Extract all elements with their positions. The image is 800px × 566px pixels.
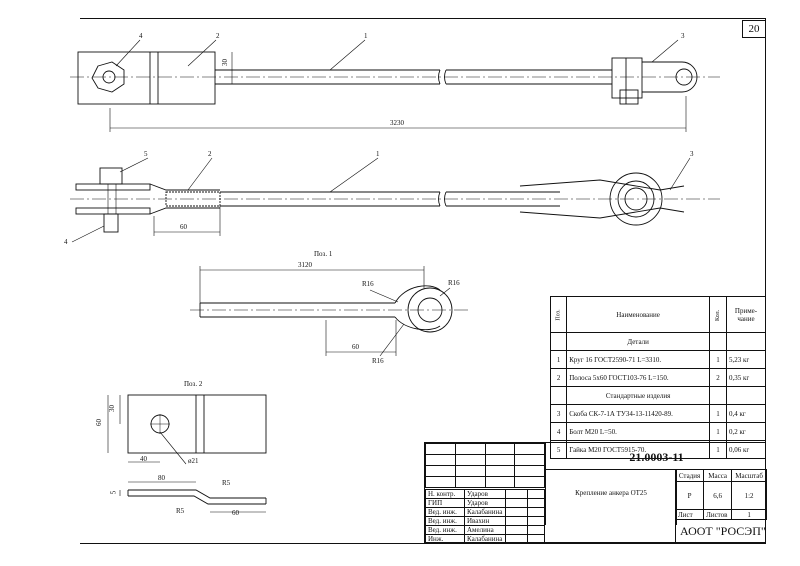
page-number: 20 <box>742 20 766 38</box>
side-dim-strip: 60 <box>180 223 187 231</box>
top-dim-total: 3230 <box>390 119 404 127</box>
org-cell: АООТ "РОСЭП" <box>675 519 768 543</box>
sheet-frame-top <box>80 18 766 19</box>
pos1-r3: R16 <box>372 357 384 365</box>
pos2-r-top: R5 <box>222 479 231 487</box>
side-callout-2: 2 <box>208 150 212 158</box>
pos2-detail <box>107 394 267 513</box>
pos2-title: Поз. 2 <box>184 380 203 388</box>
pos2-r-bottom: R5 <box>176 507 185 515</box>
pos2-hole: ø21 <box>188 457 199 465</box>
pos1-r1: R16 <box>362 280 374 288</box>
top-callout-3: 3 <box>681 32 685 40</box>
doc-number-cell: 21.0003-11 <box>545 443 767 470</box>
pos1-detail <box>190 266 470 357</box>
spec-header-name: Наименование <box>566 296 710 333</box>
pos1-dim-length: 3120 <box>298 261 312 269</box>
top-callout-2: 2 <box>216 32 220 40</box>
top-view <box>70 39 720 132</box>
revision-rows <box>425 443 545 488</box>
top-callout-1: 1 <box>364 32 368 40</box>
top-dim-height: 30 <box>221 59 229 66</box>
pos2-dim-60: 60 <box>95 419 103 426</box>
spec-section-details: Детали <box>566 332 710 351</box>
pos2-dim-30: 30 <box>108 405 116 412</box>
side-callout-3: 3 <box>690 150 694 158</box>
pos2-dim-60b: 60 <box>232 509 239 517</box>
pos2-dim-5: 5 <box>109 490 118 495</box>
specification-table: Поз. Наименование Кол. Приме-чание Детал… <box>549 296 766 459</box>
doc-number: 21.0003-11 <box>629 450 684 464</box>
top-callout-4: 4 <box>139 32 143 40</box>
org-name: АООТ "РОСЭП" <box>680 524 766 538</box>
side-callout-1: 1 <box>376 150 380 158</box>
sheet-frame-right <box>765 18 766 543</box>
sheet-frame-bottom <box>80 543 766 544</box>
spec-header-qty: Кол. <box>709 296 727 333</box>
pos2-dim-80: 80 <box>158 474 165 482</box>
pos2-dim-40: 40 <box>140 455 147 463</box>
spec-header-pos: Поз. <box>549 296 568 333</box>
side-callout-5: 5 <box>144 150 148 158</box>
pos1-title: Поз. 1 <box>314 250 333 258</box>
side-view <box>70 157 720 243</box>
pos1-dim-60: 60 <box>352 343 359 351</box>
spec-section-standard: Стандартные изделия <box>566 386 710 405</box>
side-callout-4: 4 <box>64 238 68 246</box>
stage-mass-scale: Стадия Масса Масштаб Р 6,6 1:2 Лист Лист… <box>674 469 767 520</box>
spec-header-note: Приме-чание <box>726 296 766 333</box>
item-name-cell: Крепление анкера ОТ25 <box>545 469 677 525</box>
pos1-r2: R16 <box>448 279 460 287</box>
item-name: Крепление анкера ОТ25 <box>575 489 647 497</box>
